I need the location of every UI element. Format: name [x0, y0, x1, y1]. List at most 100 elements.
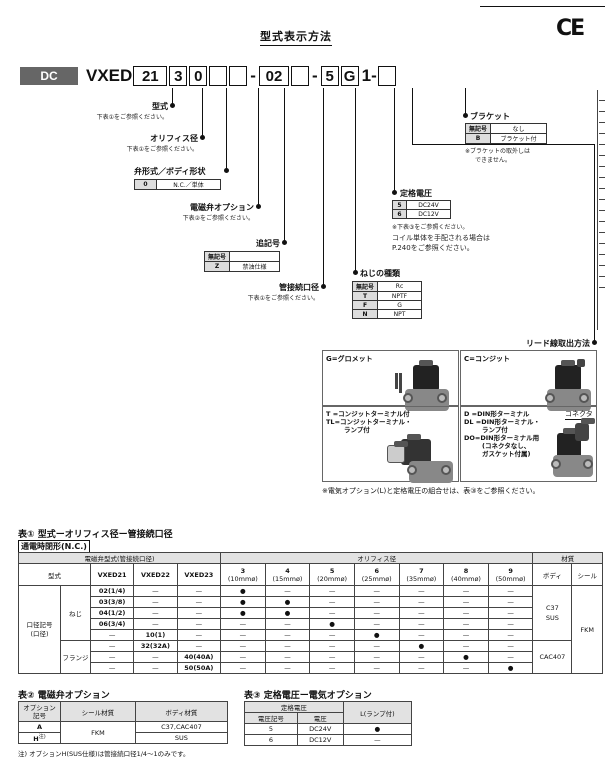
table-cell: —	[133, 585, 178, 597]
table-cell: —	[264, 651, 311, 663]
code-lead-box: G	[340, 66, 359, 86]
table-row: ——40(40A) —————●—	[19, 651, 603, 663]
leader-valve-option	[258, 88, 259, 207]
table-cell: 禁油仕様	[229, 261, 281, 272]
table-cell: 無記号	[203, 251, 231, 262]
table-cell: 無記号	[464, 123, 492, 134]
side-index-rule	[597, 90, 605, 330]
table-cell: 6	[392, 209, 407, 219]
table-cell: N.C.／単体	[156, 179, 221, 190]
table-cell: DC24V	[296, 723, 344, 735]
table-cell: シール	[571, 563, 603, 586]
code-tail: 1-	[361, 66, 377, 85]
table-cell: —	[309, 640, 355, 652]
table-cell: VXED22	[133, 563, 178, 586]
table-cell: NPT	[377, 309, 423, 319]
code-separator-2: -	[311, 66, 318, 85]
table-cell: DC24V	[406, 200, 451, 210]
table1-title: 表① 型式ーオリフィス径ー管接続口径	[18, 530, 173, 540]
table2-title: 表② 電磁弁オプション	[18, 691, 110, 701]
leader-dot-orifice	[200, 135, 205, 140]
table-cell: H注)	[18, 731, 61, 745]
code-valve-option-box	[209, 66, 228, 86]
table-cell: 40(40A)	[176, 651, 222, 663]
table-cell: NPTF	[377, 291, 423, 301]
code-orifice-box: 3	[169, 66, 188, 86]
leader-body	[226, 88, 227, 171]
table-cell: ボディ	[532, 563, 573, 586]
table-cell: —	[133, 662, 178, 674]
table-cell: —	[176, 640, 222, 652]
table-cell: —	[443, 585, 489, 597]
code-thread-box	[290, 66, 309, 86]
table-cell: FKM	[571, 585, 603, 674]
code-prefix: DC	[20, 67, 78, 85]
table-cell: 無記号	[351, 281, 379, 292]
label-port: 管接続口径 下表①をご参照ください。	[247, 283, 319, 302]
connector-label: コネクタ	[565, 410, 593, 420]
label-lead: リード線取出方法	[526, 339, 590, 348]
table-cell: フランジ	[60, 640, 91, 674]
code-suffix-box	[229, 66, 248, 86]
table-cell: —	[220, 640, 266, 652]
table-row: フランジ —32(32A)— ————●—— CAC407	[19, 640, 603, 674]
table-cell: —	[89, 662, 135, 674]
table-cell: L(ランプ付)	[342, 701, 413, 724]
table-cell: —	[443, 618, 489, 630]
table-cell: —	[398, 585, 445, 597]
table-cell: —	[176, 629, 222, 641]
table-cell: Z	[203, 261, 231, 272]
table-cell: シール材質	[60, 701, 136, 722]
table3-title: 表③ 定格電圧ー電気オプション	[244, 691, 372, 701]
leader-bracket	[465, 88, 466, 116]
table-cell: —	[264, 618, 311, 630]
table-cell: —	[176, 585, 222, 597]
table-row: 04(1/2)—— ●●—————	[19, 607, 603, 619]
table-cell: —	[89, 629, 135, 641]
table-cell: —	[89, 651, 135, 663]
table-cell: FKM	[60, 720, 136, 745]
option-d-labels: D =DIN形ターミナル DL =DIN形ターミナル・ ランプ付 DO=DIN形…	[464, 410, 541, 458]
table-cell: —	[443, 640, 489, 652]
option-t-labels: T =コンジットターミナル付 TL=コンジットターミナル・ ランプ付	[326, 410, 412, 434]
table-cell: —	[443, 629, 489, 641]
table-cell: —	[443, 607, 489, 619]
table-cell: —	[309, 629, 355, 641]
option-t-panel: T =コンジットターミナル付 TL=コンジットターミナル・ ランプ付	[322, 406, 459, 483]
table-cell: ブラケット付	[490, 133, 548, 144]
leader-suffix	[284, 88, 285, 243]
table-cell: —	[353, 618, 400, 630]
table-cell: —	[487, 596, 534, 608]
table-cell: —	[264, 585, 311, 597]
table-cell: —	[353, 585, 400, 597]
leader-dot-valve-option	[256, 204, 261, 209]
table-cell: —	[309, 607, 355, 619]
table-cell: ●	[264, 596, 311, 608]
table-cell: —	[487, 629, 534, 641]
leader-voltage	[394, 88, 395, 192]
code-separator: -	[250, 66, 256, 85]
table-cell: —	[309, 651, 355, 663]
leader-dot-model	[170, 103, 175, 108]
table-cell: —	[176, 596, 222, 608]
table-cell: 口径記号(口径)	[18, 585, 61, 674]
table-cell: —	[353, 607, 400, 619]
code-model-box: 21	[133, 66, 168, 86]
code-bracket-box	[377, 66, 396, 86]
leader-dot-bracket	[463, 113, 468, 118]
table-cell: —	[220, 662, 266, 674]
table-row: A FKM C37,CAC407	[18, 720, 229, 745]
table-cell: —	[309, 585, 355, 597]
table-cell: ●	[342, 723, 413, 735]
table-cell: 9(50mmø)	[487, 563, 534, 586]
table-cell: オリフィス径	[220, 552, 534, 564]
table-cell: —	[220, 651, 266, 663]
table-row: 06(3/4)—— ——●————	[19, 618, 603, 630]
table-cell: 06(3/4)	[89, 618, 135, 630]
table-cell: SUS	[134, 731, 229, 745]
table-cell: —	[133, 618, 178, 630]
table-row: ——50(50A) ——————●	[19, 662, 603, 674]
